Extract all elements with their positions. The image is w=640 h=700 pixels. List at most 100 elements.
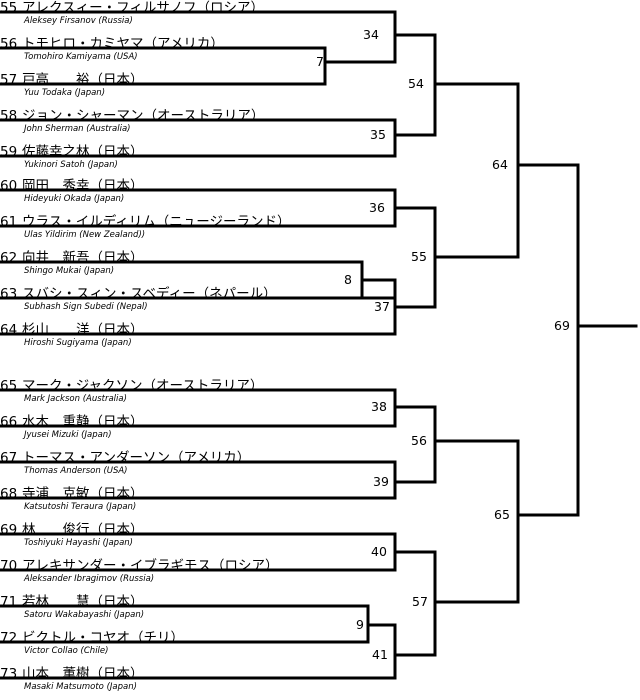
entry-number: 72: [0, 630, 18, 646]
match-number: 54: [408, 76, 424, 91]
entry-name: ビクトル・コヤオ（チリ）: [22, 630, 184, 646]
entry-name: 佐藤幸之林（日本）: [22, 144, 144, 160]
entry-name: 戸高 裕（日本）: [22, 72, 144, 88]
entry-name: アレクスィー・フィルサノフ（ロシア）: [22, 0, 265, 16]
entry-romaji: Jyusei Mizuki (Japan): [24, 430, 112, 440]
entry-number: 62: [0, 250, 18, 266]
entry-name: 林 俊行（日本）: [22, 522, 144, 538]
entry-name: 寺浦 克敏（日本）: [22, 486, 144, 502]
entry-number: 65: [0, 378, 18, 394]
match-number: 39: [373, 474, 389, 489]
entry-romaji: Mark Jackson (Australia): [24, 394, 127, 404]
entry-name: ジョン・シャーマン（オーストラリア）: [22, 108, 265, 124]
entry-romaji: Katsutoshi Teraura (Japan): [24, 502, 137, 512]
entry-name: マーク・ジャクソン（オーストラリア）: [22, 378, 264, 394]
entry-name: ウラス・イルディリム（ニュージーランド）: [22, 214, 291, 230]
entry-romaji: Tomohiro Kamiyama (USA): [24, 52, 138, 62]
entry-name: 杉山 洋（日本）: [22, 322, 144, 338]
entry-romaji: Aleksander Ibragimov (Russia): [24, 574, 155, 584]
match-number: 36: [369, 200, 385, 215]
match-number: 41: [372, 647, 388, 662]
match-number: 64: [492, 157, 508, 172]
entry-number: 66: [0, 414, 18, 430]
match-number: 35: [370, 127, 386, 142]
entry-name: 水木 重静（日本）: [22, 414, 144, 430]
entry-name: トーマス・アンダーソン（アメリカ）: [22, 450, 251, 466]
match-number: 8: [344, 272, 352, 287]
match-number: 40: [371, 544, 387, 559]
entry-number: 68: [0, 486, 18, 502]
entry-number: 64: [0, 322, 18, 338]
entry-romaji: Ulas Yildirim (New Zealand)): [24, 230, 146, 240]
match-number: 57: [412, 594, 428, 609]
match-number: 38: [371, 399, 387, 414]
entry-romaji: Thomas Anderson (USA): [24, 466, 128, 476]
entry-number: 63: [0, 286, 18, 302]
entry-number: 61: [0, 214, 18, 230]
entry-romaji: Aleksey Firsanov (Russia): [24, 16, 133, 26]
entry-romaji: Subhash Sign Subedi (Nepal): [24, 302, 148, 312]
entry-name: 若林 慧（日本）: [22, 594, 144, 610]
entry-number: 71: [0, 594, 18, 610]
entry-number: 59: [0, 144, 18, 160]
entry-number: 57: [0, 72, 18, 88]
entry-name: 山本 薫樹（日本）: [22, 666, 144, 682]
entry-number: 69: [0, 522, 18, 538]
entry-romaji: Hiroshi Sugiyama (Japan): [24, 338, 132, 348]
match-number: 65: [494, 507, 510, 522]
match-number: 56: [411, 433, 427, 448]
entry-number: 70: [0, 558, 18, 574]
entry-name: アレキサンダー・イブラギモス（ロシア）: [22, 558, 279, 574]
entry-romaji: Shingo Mukai (Japan): [24, 266, 115, 276]
entry-romaji: John Sherman (Australia): [24, 124, 131, 134]
match-number: 34: [363, 27, 379, 42]
entry-name: スバシ・スィン・スベディー（ネパール）: [22, 286, 277, 302]
match-number: 69: [554, 318, 570, 333]
entry-number: 67: [0, 450, 18, 466]
entry-number: 73: [0, 666, 18, 682]
entry-romaji: Masaki Matsumoto (Japan): [24, 682, 137, 692]
entry-romaji: Yukinori Satoh (Japan): [24, 160, 118, 170]
entry-name: 向井 新吾（日本）: [22, 250, 144, 266]
match-number: 9: [356, 617, 364, 632]
entry-number: 58: [0, 108, 18, 124]
entry-number: 55: [0, 0, 18, 16]
entry-romaji: Yuu Todaka (Japan): [24, 88, 106, 98]
entry-number: 60: [0, 178, 18, 194]
entry-name: トモヒロ・カミヤマ（アメリカ）: [22, 36, 224, 52]
entry-number: 56: [0, 36, 18, 52]
entry-romaji: Satoru Wakabayashi (Japan): [24, 610, 145, 620]
